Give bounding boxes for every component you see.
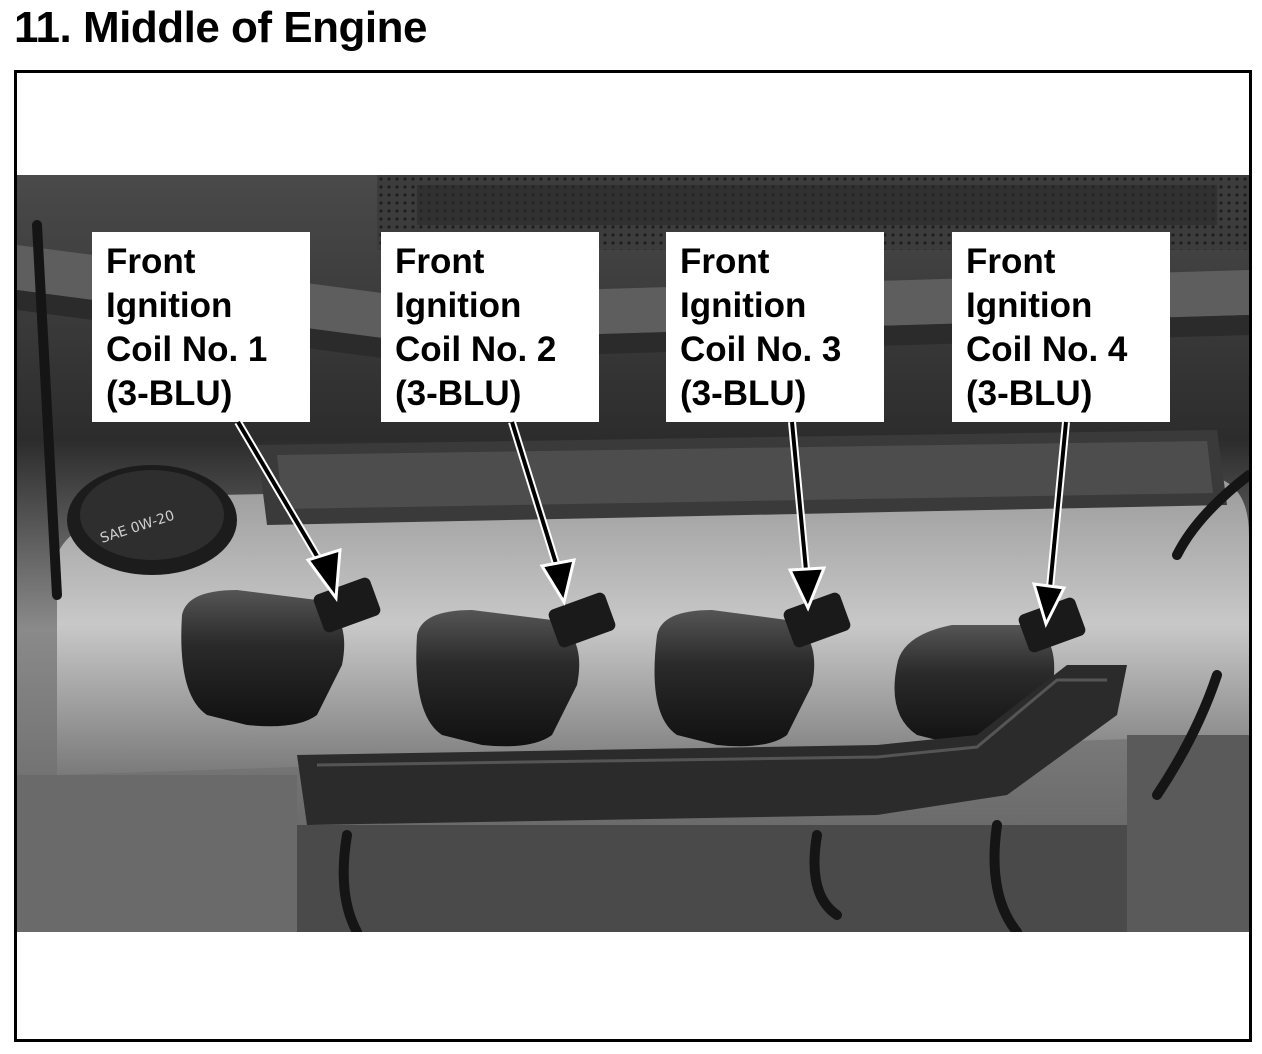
callout-line: Front — [395, 242, 485, 281]
callout-line: Coil No. 3 — [680, 330, 842, 369]
callout-line: Coil No. 2 — [395, 330, 557, 369]
callout-line: Front — [106, 242, 196, 281]
callout-line: Ignition — [106, 286, 233, 325]
callout-line: Coil No. 1 — [106, 330, 268, 369]
callout-line: Ignition — [395, 286, 522, 325]
callout-line: Ignition — [680, 286, 807, 325]
callout-line: Ignition — [966, 286, 1093, 325]
callout-line: Front — [966, 242, 1056, 281]
harness-cover — [297, 665, 1127, 825]
callout-coil-2: Front Ignition Coil No. 2 (3-BLU) — [381, 232, 599, 422]
callout-line: Front — [680, 242, 770, 281]
oil-filler-cap: SAE 0W-20 — [67, 465, 237, 575]
callout-coil-1: Front Ignition Coil No. 1 (3-BLU) — [92, 232, 310, 422]
callout-line: (3-BLU) — [966, 374, 1093, 413]
callout-line: (3-BLU) — [680, 374, 807, 413]
callout-line: (3-BLU) — [395, 374, 522, 413]
callout-line: Coil No. 4 — [966, 330, 1128, 369]
callout-coil-4: Front Ignition Coil No. 4 (3-BLU) — [952, 232, 1170, 422]
callout-line: (3-BLU) — [106, 374, 233, 413]
callout-coil-3: Front Ignition Coil No. 3 (3-BLU) — [666, 232, 884, 422]
page-title: 11. Middle of Engine — [14, 3, 427, 52]
